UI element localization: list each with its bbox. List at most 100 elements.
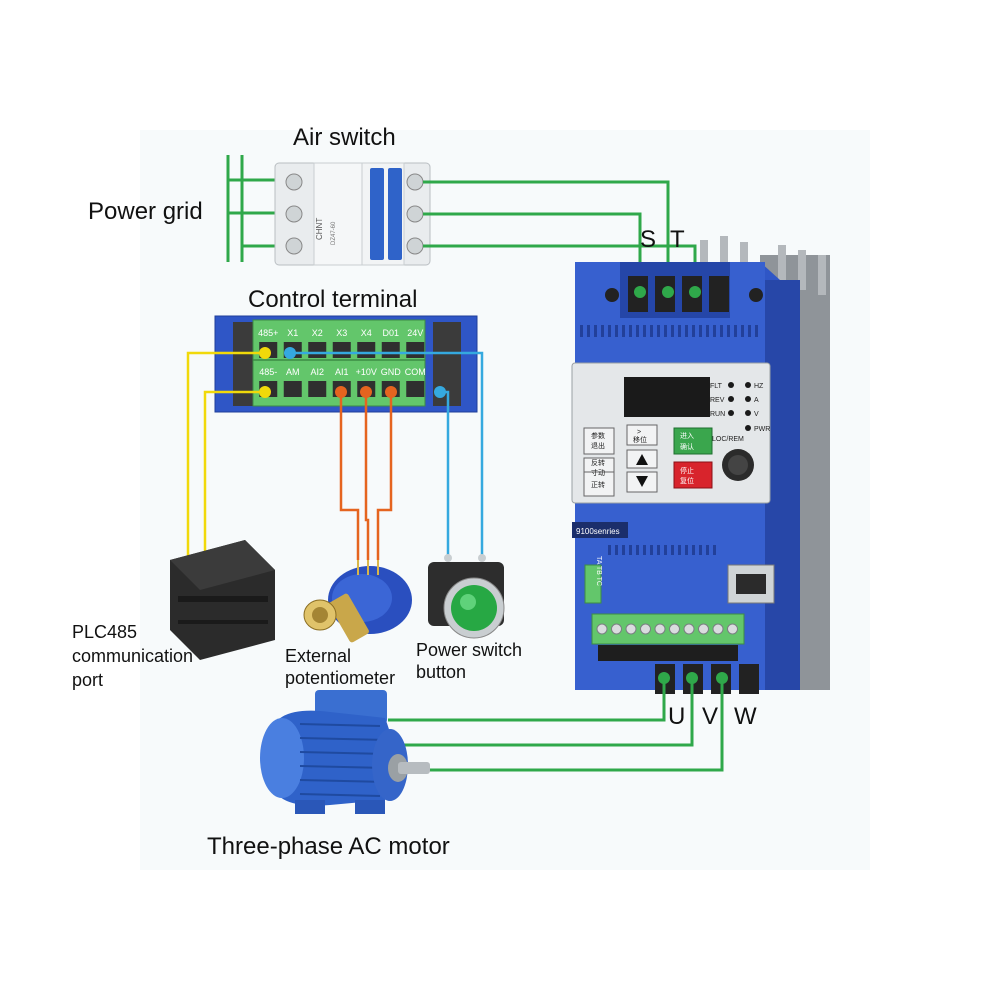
plc-label-line3: port [72,670,104,690]
plc-wires [186,351,265,580]
vent-slot [615,325,618,337]
key-reverse-line2: 寸动 [591,468,605,477]
strip-screw [596,623,608,635]
vent-slot [699,325,702,337]
vent-slot [636,545,639,555]
terminal-screw [283,381,302,397]
terminal-u-label: U [668,703,686,730]
terminal-screw [308,381,327,397]
terminal-label-top: X1 [287,328,298,338]
vent-slot [643,325,646,337]
strip-screw [727,623,738,635]
breaker-brand: CHNT [315,218,324,240]
strip-screw [669,623,680,635]
vent-slot [601,325,604,337]
terminal-label-bottom: AI2 [310,367,324,377]
series-label: 9100senries [576,527,620,536]
vent-slot [657,545,660,555]
potentiometer-label-line1: External [285,646,352,666]
key-stop-line1: 停止 [680,466,694,475]
power-grid-label: Power grid [88,198,203,225]
key-forward-label: 正转 [591,480,605,489]
indicator-a: A [754,397,759,404]
terminal-label-bottom: +10V [356,367,377,377]
terminal-w-label: W [734,703,757,730]
vent-slot [622,325,625,337]
vent-slot [713,545,716,555]
vent-slot [692,545,695,555]
strip-screw [712,623,724,635]
key-shift-symbol: > [637,429,641,436]
vent-slot [741,325,744,337]
terminal-label-top: 485+ [258,328,278,338]
vent-slot [636,325,639,337]
terminal-label-top: X4 [361,328,372,338]
vent-slot [706,325,709,337]
vent-slot [580,325,583,337]
terminal-label-top: X2 [312,328,323,338]
indicator-rev: REV [710,397,725,404]
terminal-screw [381,342,400,358]
control-terminal-label: Control terminal [248,286,418,313]
terminal-label-top: 24V [407,328,423,338]
terminal-label-top: D01 [382,328,399,338]
terminal-label-bottom: AM [286,367,300,377]
plc-label-line1: PLC485 [72,622,138,642]
strip-screw [625,623,637,635]
potentiometer-wires [339,392,393,560]
indicator-flt: FLT [710,383,723,390]
terminal-screw [308,342,327,358]
strip-screw [698,623,709,635]
motor-label: Three-phase AC motor [207,833,450,860]
terminal-t-label: T [670,226,685,253]
vent-slot [643,545,646,555]
vent-slot [664,545,667,555]
inverter [571,236,830,694]
button-label-line2: button [416,662,467,682]
three-phase-motor [260,690,430,814]
vent-slot [706,545,709,555]
vent-slot [629,325,632,337]
terminal-screw [357,342,376,358]
vent-slot [685,545,688,555]
indicator-pwr: PWR [754,426,770,433]
vent-slot [755,325,758,337]
plc-module [170,540,275,660]
terminal-label-bottom: COM [405,367,426,377]
output-terminal-dots [658,672,728,684]
vent-slot [622,545,625,555]
vent-slot [734,325,737,337]
potentiometer [303,560,412,643]
terminal-label-bottom: GND [381,367,402,377]
indicator-run: RUN [710,411,725,418]
loc-rem-label: LOC/REM [712,436,744,443]
vent-slot [671,545,674,555]
vent-slot [720,325,723,337]
vent-slot [650,325,653,337]
vent-slot [629,545,632,555]
vent-slot [608,325,611,337]
vent-slot [594,325,597,337]
strip-screw [683,623,695,635]
vent-slot [678,545,681,555]
key-reverse-line1: 反转 [591,458,605,467]
vent-slot [615,545,618,555]
inverter-panel-text: FLT REV RUN HZ A V PWR LOC/REM 参数 退出 反转 … [576,383,770,586]
terminal-label-bottom: 485- [259,367,277,377]
terminal-screw [406,381,425,397]
vent-slot [664,325,667,337]
button-label-line1: Power switch [416,640,523,660]
relay-terminal-label: TA TB TC [595,556,602,586]
key-shift-label: 移位 [633,435,647,444]
vent-slot [748,325,751,337]
vent-slot [657,325,660,337]
air-switch-label: Air switch [293,124,396,151]
potentiometer-label-line2: potentiometer [285,668,396,688]
breaker-model: DZ47-60 [331,221,337,245]
key-menu-line1: 参数 [591,431,605,440]
indicator-hz: HZ [754,383,764,390]
vent-slot [608,545,611,555]
